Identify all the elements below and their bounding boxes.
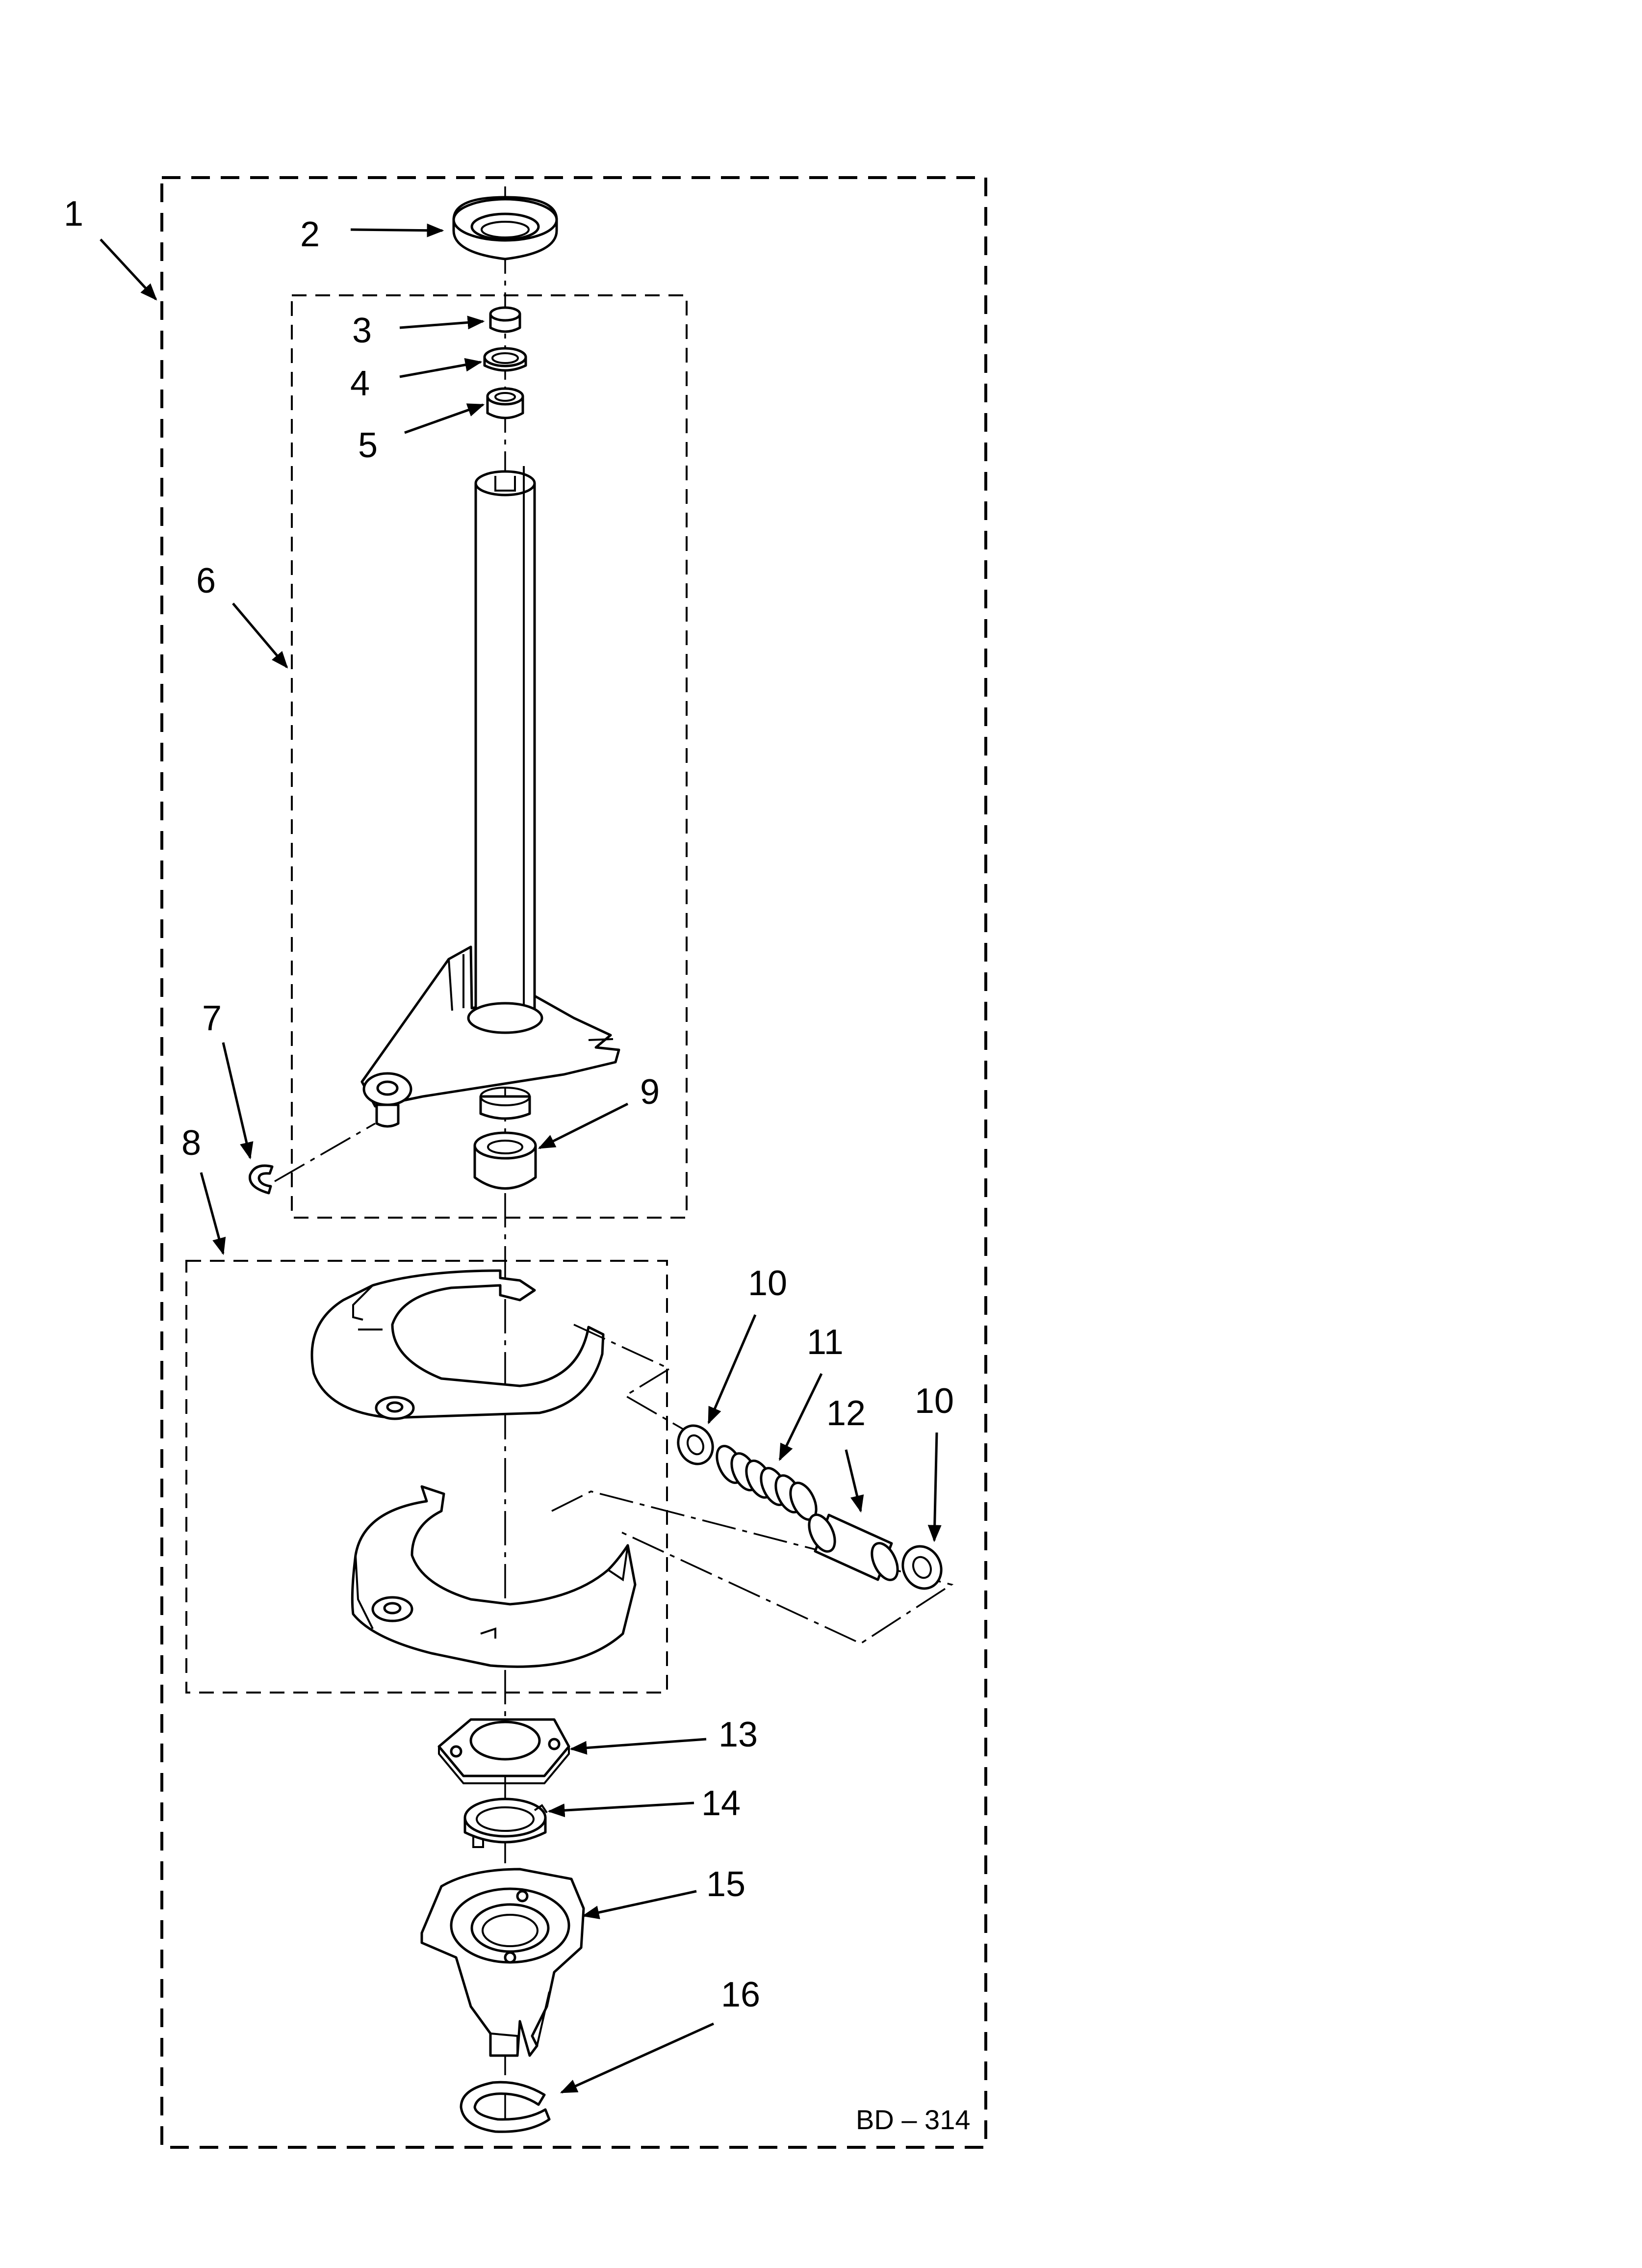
guide-line-lower: [551, 1490, 954, 1644]
callout-13: 13: [718, 1715, 758, 1754]
leader-arrow-11: [778, 1373, 823, 1461]
leader-arrow-1: [100, 238, 157, 301]
leader-arrow-9: [538, 1102, 629, 1149]
subassembly-8-boundary: [185, 1260, 668, 1694]
leader-arrow-10a: [707, 1314, 757, 1425]
callout-10-right: 10: [915, 1382, 954, 1421]
part-5-bushing: [486, 387, 524, 419]
drawing-code: BD – 314: [856, 2104, 971, 2135]
part-8-upper-cam: [310, 1269, 605, 1420]
part-13-plate: [437, 1718, 570, 1784]
callout-6: 6: [196, 561, 216, 600]
callout-14: 14: [701, 1784, 741, 1823]
leader-arrow-7: [222, 1042, 254, 1160]
callout-9: 9: [640, 1072, 660, 1112]
leader-arrow-15: [582, 1890, 697, 1919]
part-4-ring: [483, 347, 527, 372]
leader-arrow-3: [399, 315, 485, 330]
leader-arrow-2: [350, 223, 444, 237]
subassembly-6-boundary: [291, 294, 688, 1219]
part-9-bushing: [473, 1131, 537, 1190]
callout-8: 8: [181, 1123, 201, 1163]
part-6-shaft-bracket: [360, 466, 620, 1128]
part-7-clip: [248, 1122, 376, 1195]
leader-arrow-8: [200, 1172, 226, 1255]
callout-16: 16: [721, 1975, 760, 2014]
leader-arrow-12: [845, 1449, 864, 1513]
callout-7: 7: [202, 999, 222, 1038]
part-10-washer-left: [677, 1424, 714, 1465]
callout-4: 4: [350, 364, 370, 403]
leader-arrow-5: [404, 403, 485, 434]
part-14-ring: [463, 1798, 548, 1848]
assembly-boundary: [160, 176, 987, 2149]
callout-12: 12: [826, 1394, 866, 1433]
part-2-seal: [452, 196, 558, 261]
leader-arrow-4: [399, 358, 483, 378]
callout-3: 3: [352, 311, 372, 350]
callout-5: 5: [358, 426, 378, 465]
callout-11: 11: [807, 1323, 844, 1362]
part-10-washer-right: [901, 1545, 943, 1590]
part-16-snap-ring: [460, 2081, 551, 2133]
leader-arrow-6: [232, 602, 288, 669]
callout-15: 15: [706, 1865, 745, 1904]
leader-arrow-16: [560, 2022, 715, 2094]
part-12-pin: [808, 1513, 899, 1581]
callout-10-left: 10: [748, 1264, 787, 1303]
leader-arrow-10b: [927, 1432, 942, 1542]
guide-line-upper: [573, 1324, 690, 1434]
callout-2: 2: [300, 215, 320, 254]
leader-arrow-13: [569, 1738, 707, 1755]
leader-arrow-14: [547, 1801, 694, 1818]
part-15-housing: [420, 1868, 585, 2057]
part-8-lower-cam: [351, 1485, 637, 1668]
part-3-bushing: [489, 306, 521, 333]
callout-1: 1: [64, 194, 83, 234]
part-11-spring: [716, 1445, 818, 1521]
